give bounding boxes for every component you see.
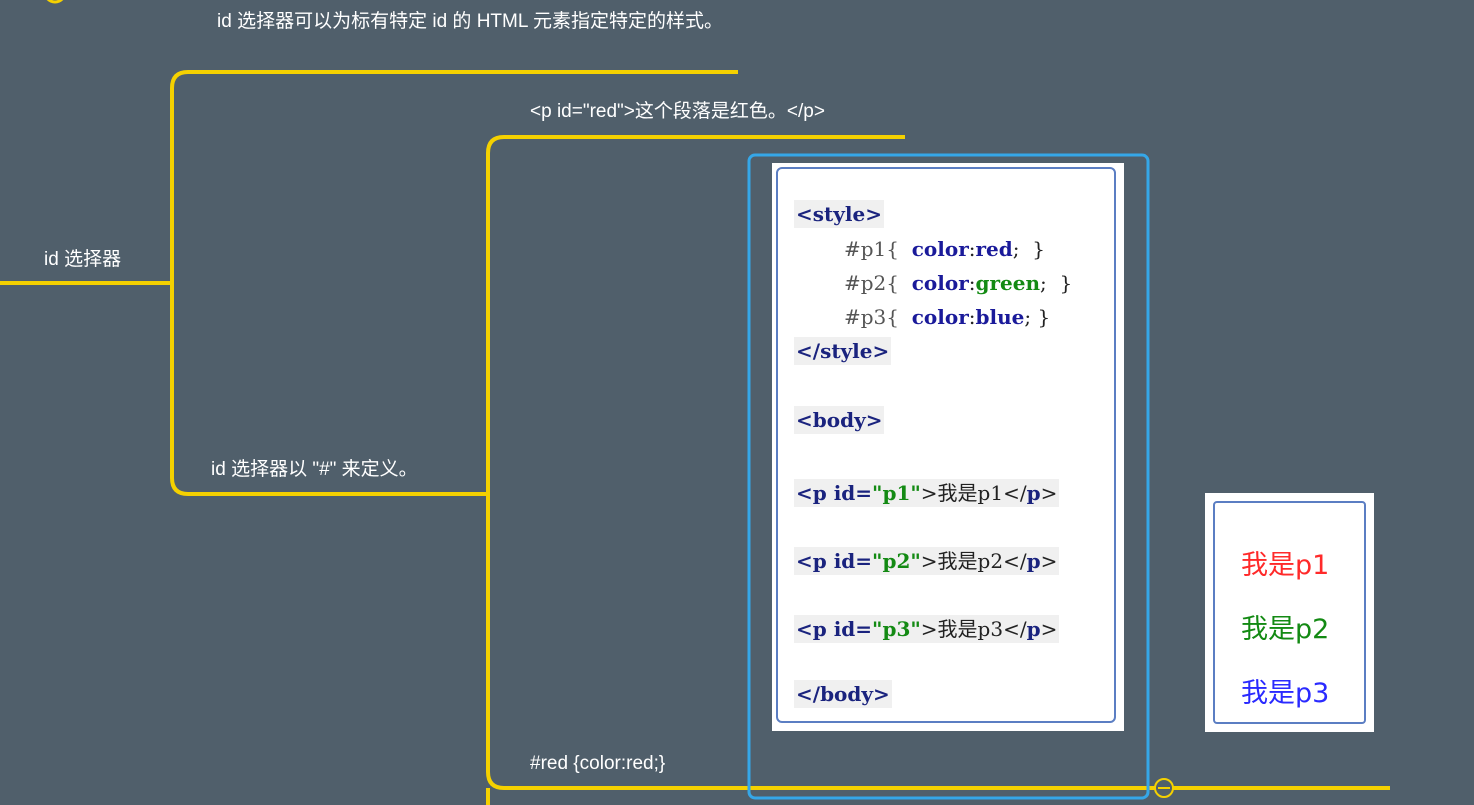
collapse-icon[interactable] [1154, 778, 1174, 798]
code-style-open: <style> [794, 200, 884, 228]
code-body-open: <body> [794, 406, 885, 434]
output-p3: 我是p3 [1241, 678, 1330, 709]
root-node[interactable]: id 选择器 [44, 249, 122, 270]
output-image: 我是p1 我是p2 我是p3 [1205, 493, 1374, 732]
code-style-close: </style> [794, 337, 892, 365]
code-body-close: </body> [794, 680, 892, 708]
root-to-desc1-line [170, 70, 738, 283]
example-node-1[interactable]: <p id="red">这个段落是红色。</p> [530, 101, 825, 122]
desc2-to-example2-line [486, 494, 1390, 790]
output-p1: 我是p1 [1241, 550, 1330, 581]
code-rule-p1: #p1{ color:red; } [844, 237, 1045, 261]
code-p3-line: <p id="p3">我是p3</p> [794, 615, 1060, 643]
code-p1-line: <p id="p1">我是p1</p> [794, 479, 1060, 507]
desc2-to-example1-line [486, 135, 905, 494]
code-rule-p2: #p2{ color:green; } [844, 271, 1073, 295]
output-p2: 我是p2 [1241, 614, 1330, 645]
desc-node-1[interactable]: id 选择器可以为标有特定 id 的 HTML 元素指定特定的样式。 [217, 11, 723, 32]
code-image: <style> #p1{ color:red; } #p2{ color:gre… [772, 163, 1124, 731]
desc-node-2[interactable]: id 选择器以 "#" 来定义。 [211, 459, 418, 480]
output-image-frame: 我是p1 我是p2 我是p3 [1213, 501, 1366, 724]
code-rule-p3: #p3{ color:blue; } [844, 305, 1051, 329]
code-image-frame: <style> #p1{ color:red; } #p2{ color:gre… [776, 167, 1116, 723]
root-to-desc2-line [170, 283, 488, 496]
code-p2-line: <p id="p2">我是p2</p> [794, 547, 1060, 575]
example-node-2[interactable]: #red {color:red;} [530, 753, 666, 774]
partial-node-icon [46, 0, 64, 4]
selection-box [747, 153, 1150, 800]
